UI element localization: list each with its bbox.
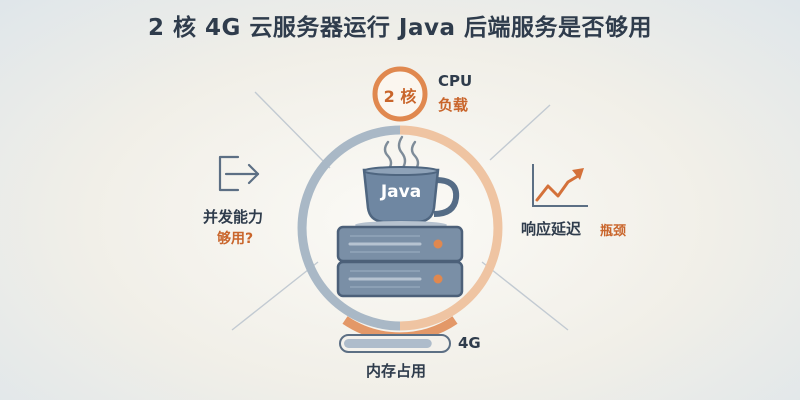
page-title: 2 核 4G 云服务器运行 Java 后端服务是否够用	[147, 15, 652, 41]
diagonal-line	[254, 91, 331, 169]
memory-bar-fill	[344, 339, 432, 348]
cpu-label: CPU	[438, 72, 473, 90]
steam-icon	[383, 135, 420, 172]
diagonal-line	[481, 261, 569, 331]
server-icon	[336, 225, 464, 298]
memory-label: 内存占用	[366, 362, 427, 380]
cpu-badge-ring	[372, 66, 428, 122]
diagonal-lines	[231, 91, 569, 331]
cpu-sublabel: 负载	[438, 96, 469, 114]
cup-text: Java	[380, 182, 422, 202]
server-led	[433, 274, 443, 284]
server-led	[433, 239, 443, 249]
memory-value: 4G	[458, 334, 481, 352]
concurrency-label: 并发能力	[203, 208, 264, 226]
ring-left-arc	[297, 125, 401, 331]
latency-sublabel: 瓶颈	[600, 224, 627, 239]
diagonal-line	[489, 104, 551, 161]
diagonal-line	[231, 261, 319, 331]
ring-right-arc	[399, 125, 503, 331]
latency-label: 响应延迟	[521, 220, 582, 238]
concurrency-sublabel: 够用?	[217, 231, 254, 247]
line-chart-icon	[532, 164, 588, 207]
cpu-badge-text: 2 核	[383, 87, 417, 106]
share-arrow-icon	[218, 155, 260, 192]
memory-bar	[339, 334, 451, 353]
